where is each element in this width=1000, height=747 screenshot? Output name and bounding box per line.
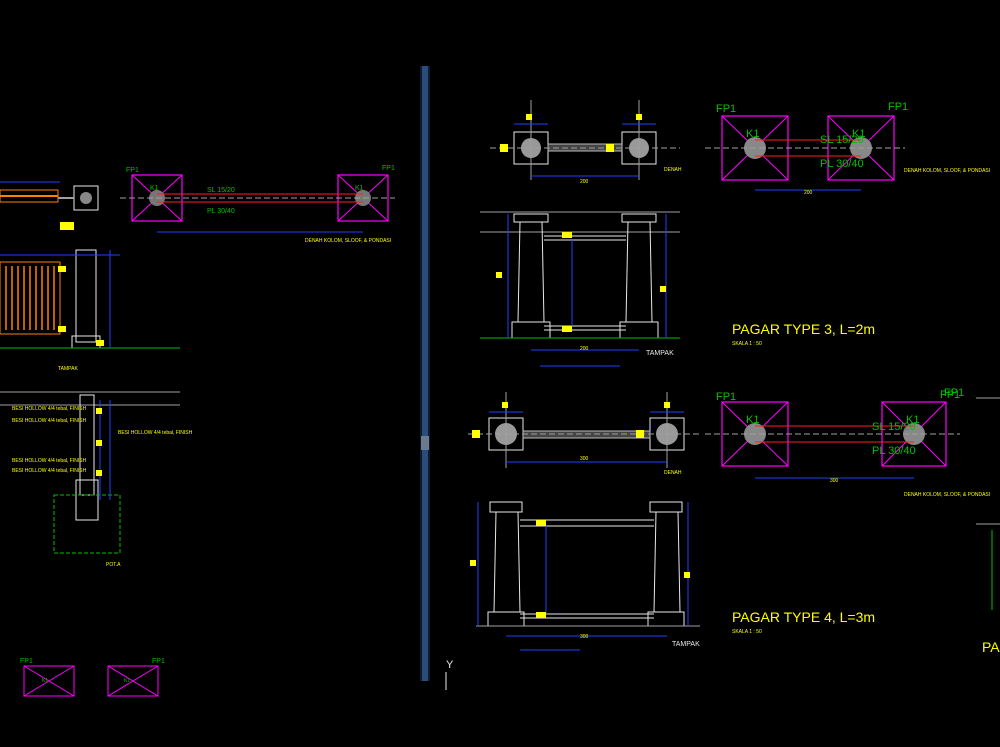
splitter-bar[interactable] bbox=[422, 66, 428, 681]
type3-fp-label-2: FP1 bbox=[888, 101, 908, 113]
type4-scale: SKALA 1 : 50 bbox=[732, 629, 762, 635]
type4-tampak-dim: 300 bbox=[580, 634, 589, 640]
type3-tampak-dim: 200 bbox=[580, 346, 589, 352]
type3-fp-label-1: FP1 bbox=[716, 103, 736, 115]
type3-tampak-label: TAMPAK bbox=[646, 350, 674, 357]
left-note-2: BESI HOLLOW 4/4 tebal, FINISH bbox=[12, 418, 87, 424]
left-fence-elevation: TAMPAK bbox=[0, 249, 180, 372]
type4-footing-plan: FP1 FP1 K1 K1 SL 15/20 PL 30/40 300 DENA… bbox=[705, 389, 990, 498]
type4-k-label-1: K1 bbox=[746, 414, 759, 426]
left-bottom-k-2: K1 bbox=[124, 678, 130, 684]
left-pot-label: POT.A bbox=[106, 562, 121, 568]
type3-title: PAGAR TYPE 3, L=2m bbox=[732, 321, 875, 337]
left-plan-caption: DENAH KOLOM, SLOOF, & PONDASI bbox=[305, 238, 391, 244]
left-tampak-label: TAMPAK bbox=[58, 366, 78, 372]
type3-scale: SKALA 1 : 50 bbox=[732, 341, 762, 347]
type3-footing-plan: FP1 FP1 K1 K1 SL 15/20 PL 30/40 200 DENA… bbox=[705, 101, 990, 196]
type4-fp-label-1: FP1 bbox=[716, 391, 736, 403]
type4-fp-label-2: FP1 bbox=[940, 389, 960, 401]
left-bottom-k-1: K1 bbox=[42, 678, 48, 684]
type4-pile-label: PL 30/40 bbox=[872, 445, 916, 457]
left-k-label-2: K1 bbox=[355, 185, 364, 192]
type3-sloof-label: SL 15/20 bbox=[820, 134, 864, 146]
right-edge-title: PAG bbox=[982, 639, 1000, 655]
left-bottom-fp-1: FP1 bbox=[20, 658, 33, 665]
right-edge-fp: FP1 bbox=[944, 387, 964, 399]
ucs-y-label: Y bbox=[446, 659, 454, 671]
left-sloof-label: SL 15/20 bbox=[207, 187, 235, 194]
type3-denah: 200 DENAH bbox=[490, 100, 682, 185]
left-note-1: BESI HOLLOW 4/4 tebal, FINISH bbox=[12, 406, 87, 412]
type3-k-label-1: K1 bbox=[746, 128, 759, 140]
type3-denah-label: DENAH bbox=[664, 167, 682, 173]
type4-plan-dim: 300 bbox=[830, 478, 839, 484]
left-footing-plan: FP1 FP1 K1 K1 SL 15/20 PL 30/40 DENAH KO… bbox=[120, 165, 395, 244]
type4-denah-dim: 300 bbox=[580, 456, 589, 462]
left-note-3: BESI HOLLOW 4/4 tebal, FINISH bbox=[12, 458, 87, 464]
type3-pile-label: PL 30/40 bbox=[820, 158, 864, 170]
type4-title: PAGAR TYPE 4, L=3m bbox=[732, 609, 875, 625]
type4-tampak-label: TAMPAK bbox=[672, 641, 700, 648]
left-fp-label-1: FP1 bbox=[126, 167, 139, 174]
ucs-icon: Y bbox=[445, 659, 454, 690]
left-pile-label: PL 30/40 bbox=[207, 208, 235, 215]
type3-plan-dim: 200 bbox=[804, 190, 813, 196]
left-fp-label-2: FP1 bbox=[382, 165, 395, 172]
right-edge-partial: FP1 PAG bbox=[944, 387, 1000, 655]
left-bottom-footings: FP1 FP1 K1 K1 bbox=[20, 658, 165, 697]
type4-plan-caption: DENAH KOLOM, SLOOF, & PONDASI bbox=[904, 492, 990, 498]
type3-k-label-2: K1 bbox=[852, 128, 865, 140]
type3-title-block: PAGAR TYPE 3, L=2m SKALA 1 : 50 bbox=[732, 321, 875, 347]
left-plan-detail: FP1 FP1 K1 K1 SL 15/20 PL 30/40 DENAH KO… bbox=[0, 165, 395, 697]
type4-sloof-label: SL 15/20 bbox=[872, 421, 916, 433]
left-section: BESI HOLLOW 4/4 tebal, FINISH BESI HOLLO… bbox=[0, 391, 193, 568]
type3-tampak: 200 TAMPAK bbox=[480, 211, 680, 367]
left-note-4: BESI HOLLOW 4/4 tebal, FINISH bbox=[12, 468, 87, 474]
left-k-label-1: K1 bbox=[150, 185, 159, 192]
splitter-grip-icon[interactable] bbox=[421, 436, 429, 450]
type3-plan-caption: DENAH KOLOM, SLOOF, & PONDASI bbox=[904, 168, 990, 174]
viewport-splitter[interactable] bbox=[420, 66, 430, 681]
type4-denah-label: DENAH bbox=[664, 470, 682, 476]
type4-title-block: PAGAR TYPE 4, L=3m SKALA 1 : 50 bbox=[732, 609, 875, 635]
type4-denah: 300 DENAH bbox=[468, 392, 700, 476]
type4-tampak: 300 TAMPAK bbox=[470, 501, 700, 651]
type3-denah-dim: 200 bbox=[580, 179, 589, 185]
left-bottom-fp-2: FP1 bbox=[152, 658, 165, 665]
left-note-5: BESI HOLLOW 4/4 tebal, FINISH bbox=[118, 430, 193, 436]
type4-k-label-2: K1 bbox=[906, 414, 919, 426]
